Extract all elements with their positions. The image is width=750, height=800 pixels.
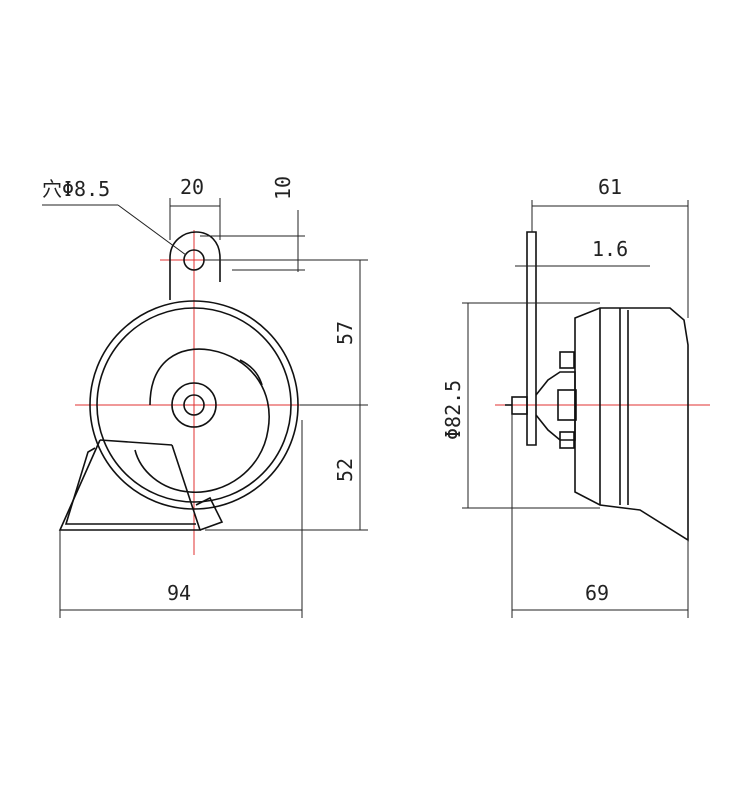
side-connector [535, 371, 576, 441]
dim-52-label: 52 [333, 458, 357, 482]
dim-1-6-label: 1.6 [592, 237, 628, 261]
dim-61-label: 61 [598, 175, 622, 199]
horn-inner-rim [96, 307, 292, 503]
side-view: Φ82.5 61 1.6 69 [441, 175, 710, 618]
mounting-bracket-lower [58, 439, 202, 531]
dim-94-label: 94 [167, 581, 191, 605]
horn-spiral [134, 348, 270, 493]
side-bracket-plate [526, 231, 537, 446]
dim-20-label: 20 [180, 175, 204, 199]
dim-69-label: 69 [585, 581, 609, 605]
horn-spiral-inner [239, 359, 263, 386]
mounting-bracket-lower-inner [64, 447, 196, 525]
side-terminal-bottom [559, 431, 575, 449]
bracket-hole [183, 249, 205, 271]
side-housing [574, 307, 689, 542]
dim-dia-label: Φ82.5 [441, 380, 465, 440]
horn-center-hub [171, 382, 217, 428]
horn-center-bolt [183, 394, 205, 416]
hole-leader-diagonal [117, 204, 187, 256]
dim-57-label: 57 [333, 321, 357, 345]
side-terminal-mid [557, 389, 577, 421]
dim-10-label: 10 [271, 176, 295, 200]
side-terminal-top [559, 351, 575, 369]
bracket-strut [99, 439, 173, 446]
mounting-bracket-top [169, 231, 221, 300]
hole-callout: 穴Φ8.5 [42, 177, 110, 201]
mounting-bracket-tab [195, 496, 224, 531]
horn-outer-rim [89, 300, 299, 510]
front-view: 穴Φ8.5 20 10 57 52 94 [42, 175, 368, 618]
